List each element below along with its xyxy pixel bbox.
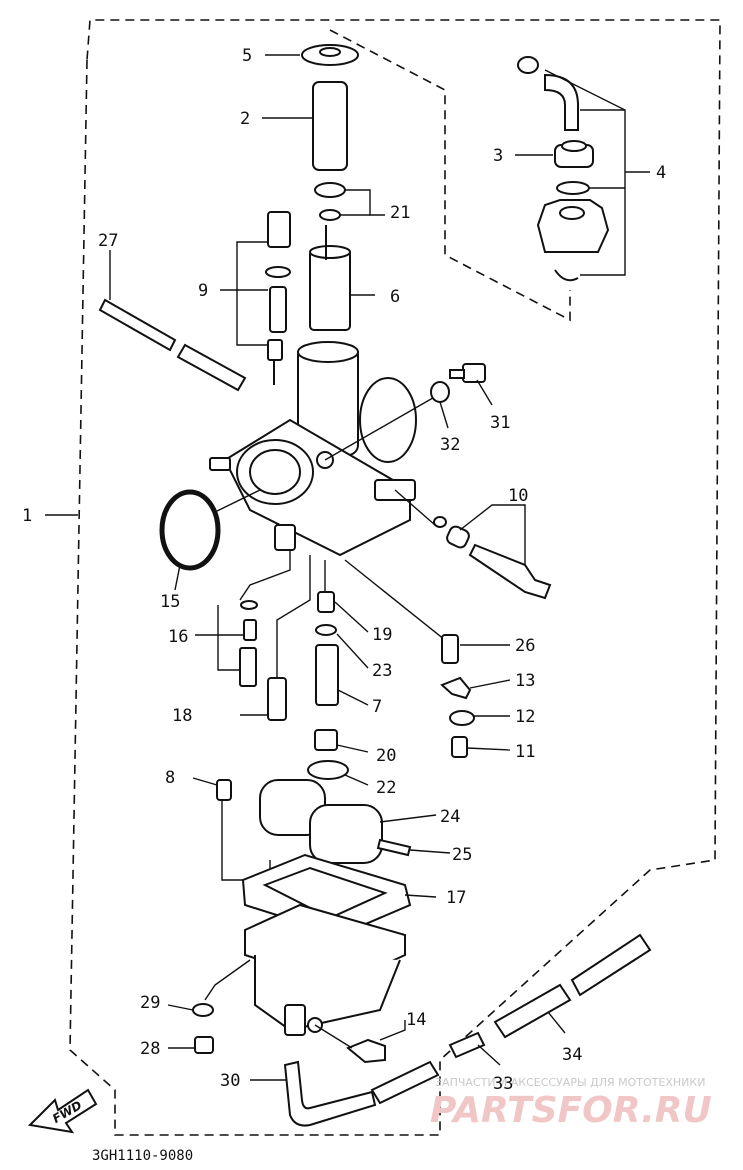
callout-16: 16 — [168, 627, 188, 647]
watermark: ЗАПЧАСТИ И АКСЕССУАРЫ ДЛЯ МОТОТЕХНИКИ PA… — [430, 1076, 712, 1131]
callout-26: 26 — [515, 636, 535, 656]
callout-12: 12 — [515, 707, 535, 727]
callout-29: 29 — [140, 993, 160, 1013]
callout-10: 10 — [508, 486, 528, 506]
callout-14: 14 — [406, 1010, 426, 1030]
parts-26-13-12-11 — [344, 559, 511, 758]
callout-30: 30 — [220, 1071, 240, 1091]
callout-13: 13 — [515, 671, 535, 691]
part-31-32-bolt-washer — [430, 363, 493, 429]
callout-22: 22 — [376, 778, 396, 798]
hoses — [250, 933, 652, 1127]
callout-19: 19 — [372, 625, 392, 645]
part-5-washer — [265, 44, 359, 66]
callout-15: 15 — [160, 592, 180, 612]
part-9-pilot-screw — [220, 211, 291, 385]
callout-28: 28 — [140, 1039, 160, 1059]
float-bowl — [204, 853, 437, 1036]
callout-labels: 1 2 3 4 5 6 7 8 9 10 11 12 13 14 15 16 1… — [22, 46, 666, 1094]
part-10-idle-screw — [433, 504, 552, 600]
watermark-brand: PARTSFOR.RU — [430, 1090, 712, 1131]
callout-18: 18 — [172, 706, 192, 726]
callout-24: 24 — [440, 807, 460, 827]
callout-34: 34 — [562, 1045, 582, 1065]
callout-32: 32 — [440, 435, 460, 455]
callout-11: 11 — [515, 742, 535, 762]
part-6-throttle-valve — [309, 225, 375, 331]
fwd-arrow-icon: FWD — [27, 1088, 98, 1134]
assembly-boundary — [45, 19, 721, 1136]
callout-6: 6 — [390, 287, 400, 307]
callout-17: 17 — [446, 888, 466, 908]
callout-23: 23 — [372, 661, 392, 681]
callout-25: 25 — [452, 845, 472, 865]
part-2-spring — [262, 81, 348, 171]
jets-group — [195, 550, 369, 721]
callout-27: 27 — [98, 231, 118, 251]
callout-2: 2 — [240, 109, 250, 129]
drain-parts — [167, 1003, 406, 1064]
part-21-clip — [314, 182, 385, 221]
part-27-cable — [98, 250, 247, 392]
part-15-o-ring — [159, 489, 261, 591]
callout-33: 33 — [493, 1074, 513, 1094]
callout-3: 3 — [493, 146, 503, 166]
callout-31: 31 — [490, 413, 510, 433]
carburetor-body — [209, 341, 439, 557]
diagram-part-code: 3GH1110-9080 — [92, 1148, 193, 1164]
callout-7: 7 — [372, 697, 382, 717]
callout-5: 5 — [242, 46, 252, 66]
callout-21: 21 — [390, 203, 410, 223]
float-parts — [192, 729, 451, 881]
callout-8: 8 — [165, 768, 175, 788]
watermark-tagline: ЗАПЧАСТИ И АКСЕССУАРЫ ДЛЯ МОТОТЕХНИКИ — [435, 1076, 705, 1089]
callout-9: 9 — [198, 281, 208, 301]
callout-1: 1 — [22, 506, 32, 526]
callout-4: 4 — [656, 163, 666, 183]
part-4-cap-assembly — [515, 56, 650, 282]
callout-20: 20 — [376, 746, 396, 766]
